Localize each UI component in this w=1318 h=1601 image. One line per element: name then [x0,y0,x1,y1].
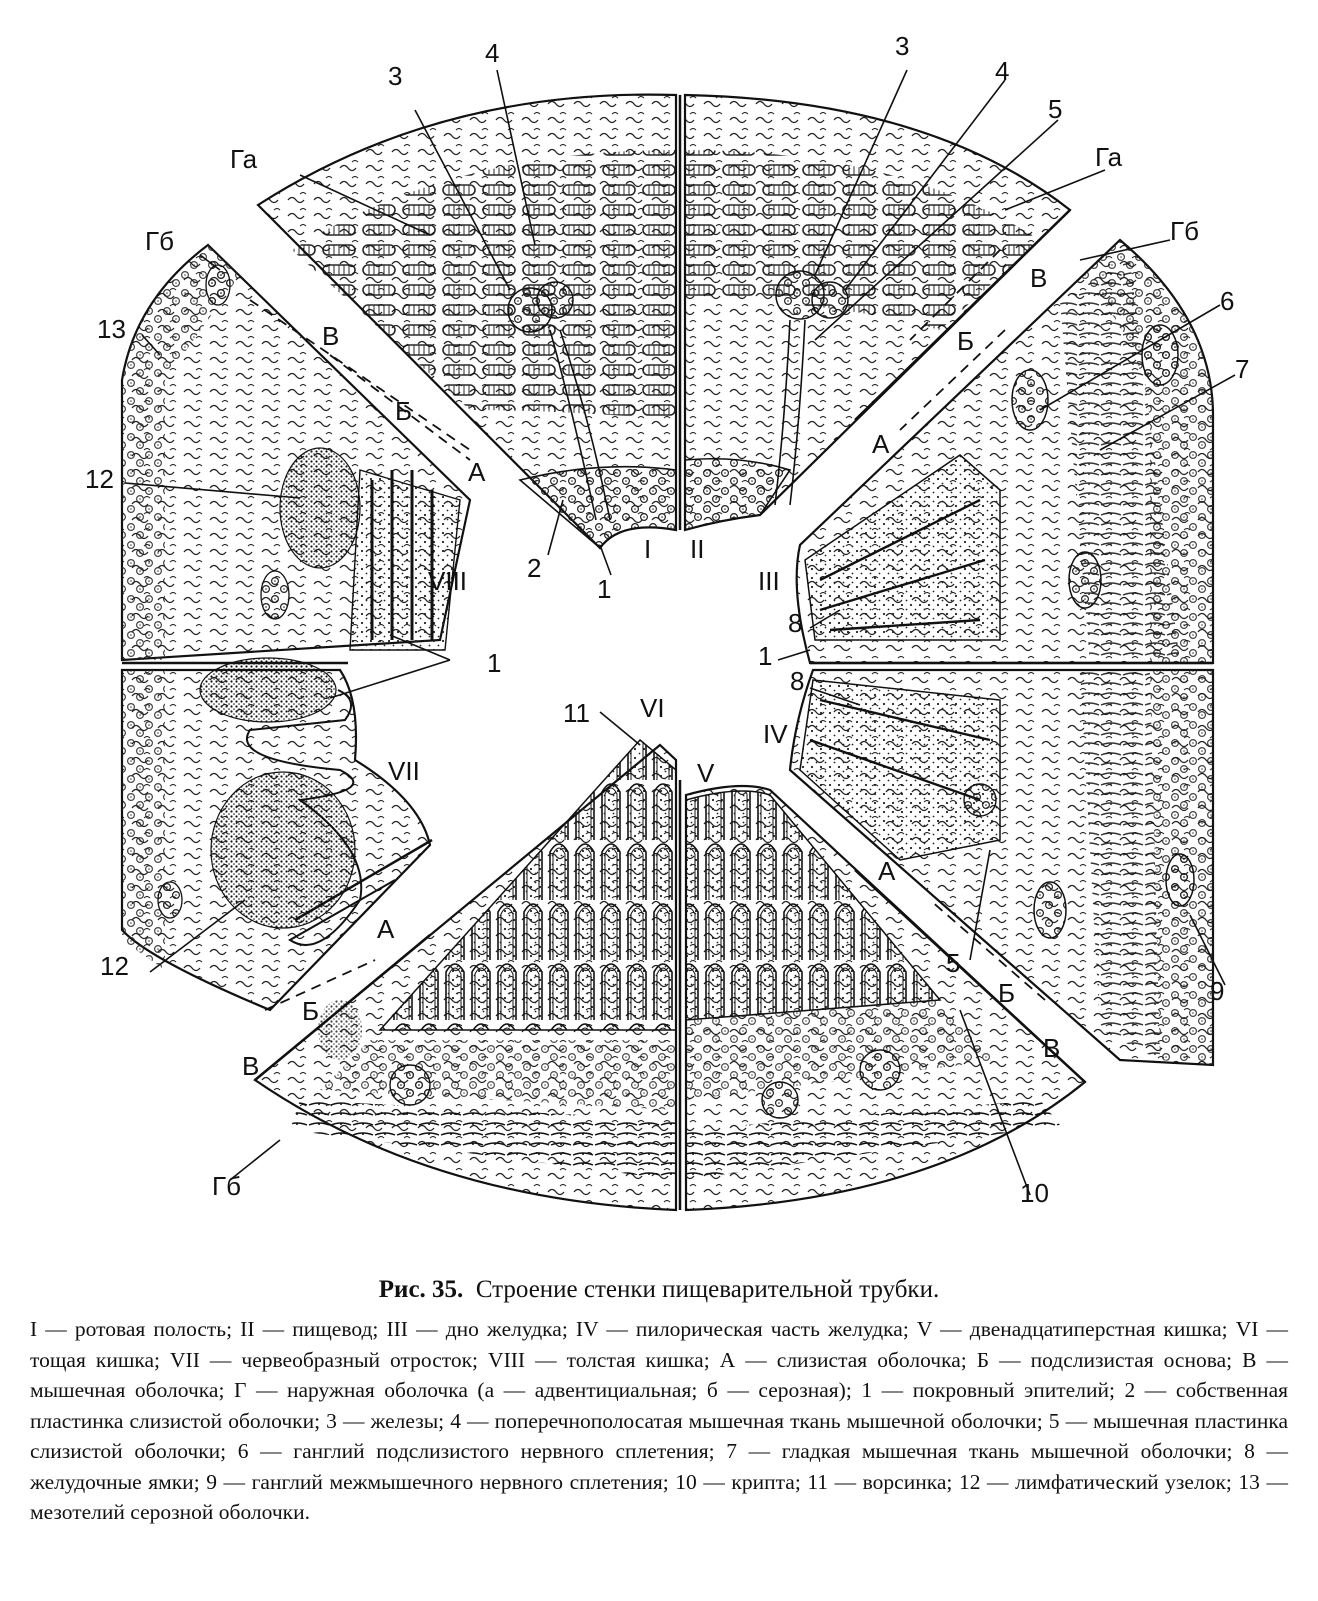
sector-label-VI: VI [640,693,665,723]
sector-stomach-fundus [795,238,1215,665]
label-13: 13 [97,314,126,344]
label-3-left: 3 [388,61,402,91]
label-ga-left: Га [230,144,258,174]
figure-number: Рис. 35. [378,1276,464,1303]
label-gb-left: Гб [145,226,174,256]
label-5-lower: 5 [946,948,960,978]
label-10: 10 [1020,1178,1049,1208]
label-12-lower: 12 [100,951,129,981]
label-5-upper: 5 [1048,94,1062,124]
label-12-upper: 12 [85,464,114,494]
label-8-upper: 8 [788,608,802,638]
label-a-right-upper: А [872,429,890,459]
label-a-lower-right: А [878,856,896,886]
sector-label-IV: IV [763,719,788,749]
label-4-right: 4 [995,56,1009,86]
label-11: 11 [563,698,590,728]
sector-stomach-pylorus [788,668,1215,1067]
label-b-left: Б [395,396,412,426]
sector-label-VII: VII [388,756,420,786]
sector-label-V: V [697,758,715,788]
sector-duodenum [684,784,1087,1212]
digestive-tube-wall-diagram: Га Гб 13 В Б А 3 4 12 2 1 I II 3 4 5 Га … [85,31,1249,1212]
label-v-lower-left: В [242,1051,259,1081]
figure-title: Строение стенки пищеварительной трубки. [475,1276,940,1303]
label-7: 7 [1235,354,1249,384]
sector-colon [120,243,472,662]
division-lines [122,95,1213,1210]
label-b-lower-left: Б [302,996,319,1026]
figure-caption: Рис. 35. Строение стенки пищеварительной… [30,1276,1288,1528]
leader-lines [124,69,1236,1196]
figure-labels: Га Гб 13 В Б А 3 4 12 2 1 I II 3 4 5 Га … [85,31,1249,1208]
label-6: 6 [1220,286,1234,316]
label-9: 9 [1210,976,1224,1006]
sector-oral-cavity [256,93,678,550]
sector-appendix [120,657,432,1012]
layer-boundary-dashes [249,249,1046,1011]
sector-esophagus [683,93,1072,532]
label-b-right-upper: Б [957,326,974,356]
sector-label-III: III [758,566,780,596]
label-1-right: 1 [758,641,772,671]
caption-legend: I — ротовая полость; II — пищевод; III —… [30,1317,1288,1524]
label-4-left: 4 [485,38,499,68]
label-a-lower-left: А [377,914,395,944]
label-b-lower-right: Б [998,978,1015,1008]
label-gb-right: Гб [1170,216,1199,246]
sector-jejunum [253,738,678,1212]
label-v-right-upper: В [1030,263,1047,293]
sector-label-VIII: VIII [428,566,467,596]
label-a-left: А [468,457,486,487]
label-1-top: 1 [597,574,611,604]
label-2: 2 [527,553,541,583]
label-v-left: В [322,321,339,351]
sector-label-I: I [644,534,651,564]
caption-title: Рис. 35. Строение стенки пищеварительной… [30,1276,1288,1304]
label-ga-right: Га [1095,142,1123,172]
label-gb-lower: Гб [212,1171,241,1201]
label-1-middle: 1 [487,648,501,678]
label-v-lower-right: В [1043,1033,1060,1063]
label-3-right: 3 [895,31,909,61]
sector-label-II: II [690,534,704,564]
label-8-lower: 8 [790,666,804,696]
